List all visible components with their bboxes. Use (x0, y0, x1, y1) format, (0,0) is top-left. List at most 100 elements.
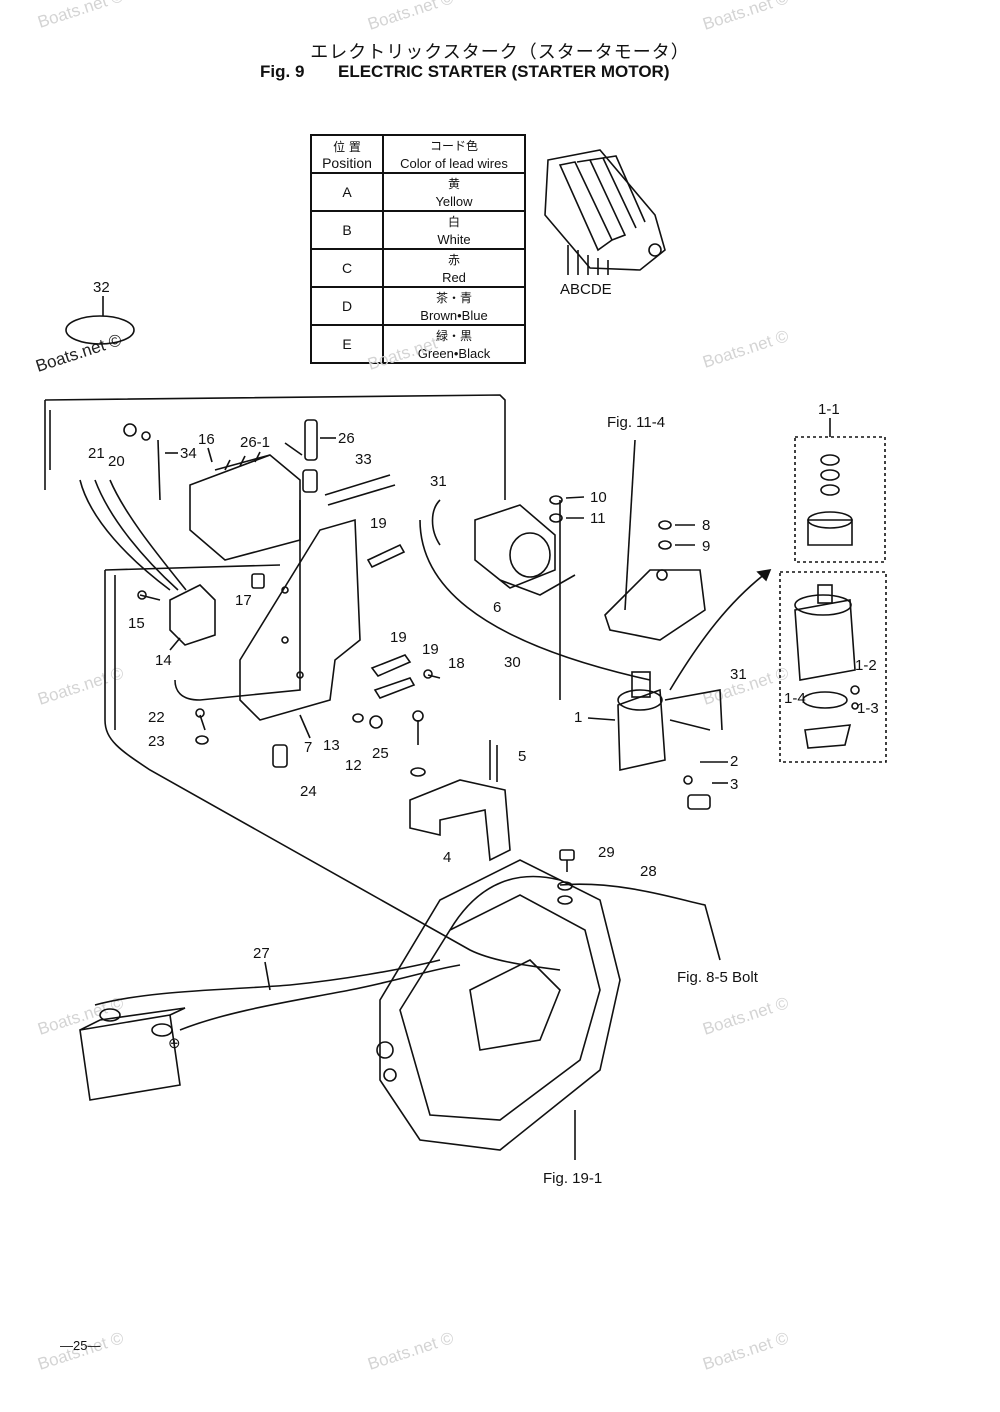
parts-28-29: 29 28 Fig. 8-5 Bolt (557, 844, 759, 986)
part-label: 19 (370, 515, 387, 532)
connector-illustration: ABCDE (544, 149, 666, 298)
detail-1-1-box: 1-1 (794, 401, 886, 563)
part-7-bracket: 7 (239, 518, 361, 756)
parts-26-33: 26 26-1 33 (240, 419, 396, 506)
figure-title: Fig. 9 ELECTRIC STARTER (STARTER MOTOR) (260, 62, 669, 82)
part-27-battery-cable: 27 ⊕ (79, 945, 271, 1101)
position-header-jp: 位 置 (333, 139, 361, 154)
watermarks: Boats.net © Boats.net © Boats.net © Boat… (33, 0, 791, 1374)
watermark: Boats.net © (365, 1328, 456, 1374)
part-label: 19 (390, 629, 407, 646)
row-position: B (310, 210, 384, 250)
row-color: 赤 Red (382, 248, 526, 288)
figure-title-text: ELECTRIC STARTER (STARTER MOTOR) (338, 62, 670, 81)
part-label: 16 (198, 431, 215, 448)
wiring-harness (44, 394, 721, 1031)
part-label: 5 (518, 748, 526, 765)
table-row: D 茶・青 Brown•Blue (310, 286, 526, 326)
part-label: 11 (590, 510, 606, 527)
part-label: 28 (640, 863, 657, 880)
part-label: 18 (448, 655, 465, 672)
watermark: Boats.net © (700, 326, 791, 372)
detail-starter-box: 1-2 1-3 1-4 (779, 571, 887, 763)
title-japanese: エレクトリックスターク（スタータモータ） (310, 42, 690, 63)
part-label: 24 (300, 783, 317, 800)
part-label: 4 (443, 849, 451, 866)
row-position: C (310, 248, 384, 288)
parts-20-21-34: 21 20 34 (88, 423, 197, 501)
small-fasteners: 12 13 22 23 24 25 (148, 708, 426, 800)
part-label: 25 (372, 745, 389, 762)
figure-number: Fig. 9 (260, 62, 305, 81)
part-17-collar: 17 (235, 573, 265, 609)
lower-engine-case: Fig. 19-1 (376, 859, 621, 1187)
watermark: Boats.net © (700, 0, 791, 34)
part-label: 1-3 (857, 700, 879, 717)
part-label: 22 (148, 709, 165, 726)
part-label: 1-2 (855, 657, 877, 674)
part-label: 9 (702, 538, 710, 555)
watermark: Boats.net © (700, 1328, 791, 1374)
part-8-bracket: 5 4 (409, 740, 526, 866)
reference-fig-11-4: Fig. 11-4 (607, 414, 665, 431)
reference-fig-19-1: Fig. 19-1 (543, 1170, 602, 1187)
part-label: 1-4 (784, 690, 806, 707)
part-32-ring: 32 (65, 279, 135, 345)
part-12-rectifier: 14 (155, 584, 216, 669)
part-label: 10 (590, 489, 607, 506)
row-color-en: Red (442, 269, 466, 285)
part-31-leads: 31 31 (430, 473, 747, 731)
part-label: 33 (355, 451, 372, 468)
color-header: コード色 Color of lead wires (382, 134, 526, 174)
part-label: 26 (338, 430, 355, 447)
part-label: 8 (702, 517, 710, 534)
row-color-jp: 赤 (447, 252, 460, 267)
parts-4-5: 8 9 (658, 517, 710, 555)
part-1-starter-motor: 1 2 3 (574, 671, 738, 810)
battery-icon (79, 1014, 181, 1101)
part-label: 15 (128, 615, 145, 632)
watermark: Boats.net © (700, 993, 791, 1039)
part-label: 21 (88, 445, 105, 462)
part-19-fuse: 19 19 19 (366, 515, 439, 699)
part-label: 14 (155, 652, 172, 669)
part-label: 27 (253, 945, 270, 962)
part-label: 1-1 (818, 401, 840, 418)
part-label: 32 (93, 279, 110, 296)
row-color-jp: 黄 (447, 176, 460, 191)
color-header-en: Color of lead wires (400, 155, 508, 171)
part-label: 3 (730, 776, 738, 793)
row-position: D (310, 286, 384, 326)
part-label: 19 (422, 641, 439, 658)
arrow-head (756, 568, 772, 582)
part-label: 13 (323, 737, 340, 754)
part-label: 20 (108, 453, 125, 470)
row-position: A (310, 172, 384, 212)
row-color-en: Brown•Blue (420, 307, 488, 323)
part-16-cdi-unit: 16 (189, 431, 301, 561)
row-color-jp: 緑・黒 (435, 328, 472, 343)
starter-upper-bracket: Fig. 11-4 (604, 414, 706, 641)
part-label: 34 (180, 445, 197, 462)
part-label: 7 (304, 739, 312, 756)
watermark: Boats.net © (365, 0, 456, 34)
part-18-screw: 18 (423, 655, 465, 679)
connector-pin-labels: ABCDE (560, 281, 612, 298)
part-13-bolt: 15 (128, 590, 161, 632)
part-label: 29 (598, 844, 615, 861)
row-color-jp: 白 (447, 214, 460, 229)
part-label: 17 (235, 592, 252, 609)
watermark: Boats.net (365, 333, 439, 373)
row-position: E (310, 324, 384, 364)
color-header-jp: コード色 (429, 138, 478, 153)
battery-plus-terminal: ⊕ (168, 1035, 181, 1052)
part-label: 2 (730, 753, 738, 770)
part-label: 12 (345, 757, 362, 774)
row-color-jp: 茶・青 (435, 290, 472, 305)
